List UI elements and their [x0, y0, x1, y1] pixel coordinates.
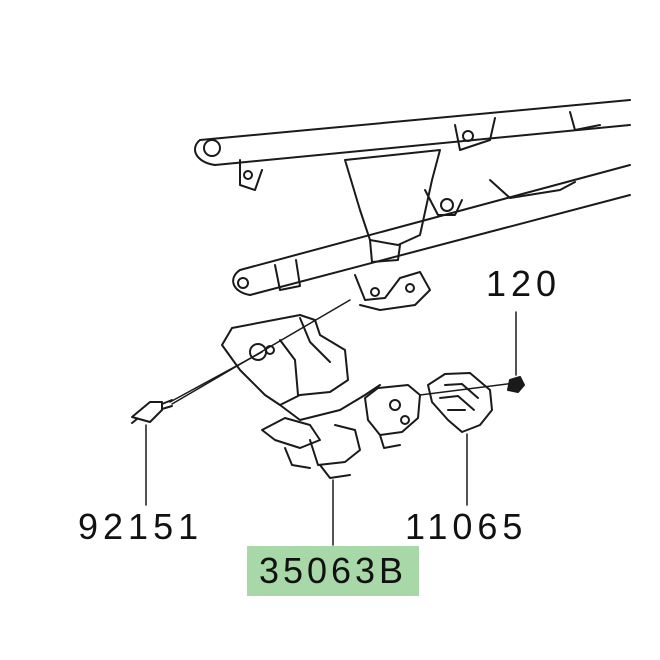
leader-lines — [145, 299, 517, 546]
nut-120 — [507, 376, 525, 393]
upper-frame-tube — [194, 99, 631, 191]
footpeg-mount — [364, 384, 421, 449]
frame-mount-bracket — [354, 271, 431, 311]
rubber-pad — [427, 372, 493, 433]
callout-11065: 11065 — [405, 506, 528, 547]
screw-92151 — [131, 399, 173, 424]
lower-frame-tube — [232, 164, 631, 296]
gusset-plate — [344, 149, 463, 263]
callout-92151: 92151 — [78, 506, 204, 547]
callout-120: 120 — [486, 263, 562, 304]
footrest-bracket — [221, 314, 381, 479]
callout-35063b-highlighted: 35063B — [247, 546, 419, 596]
